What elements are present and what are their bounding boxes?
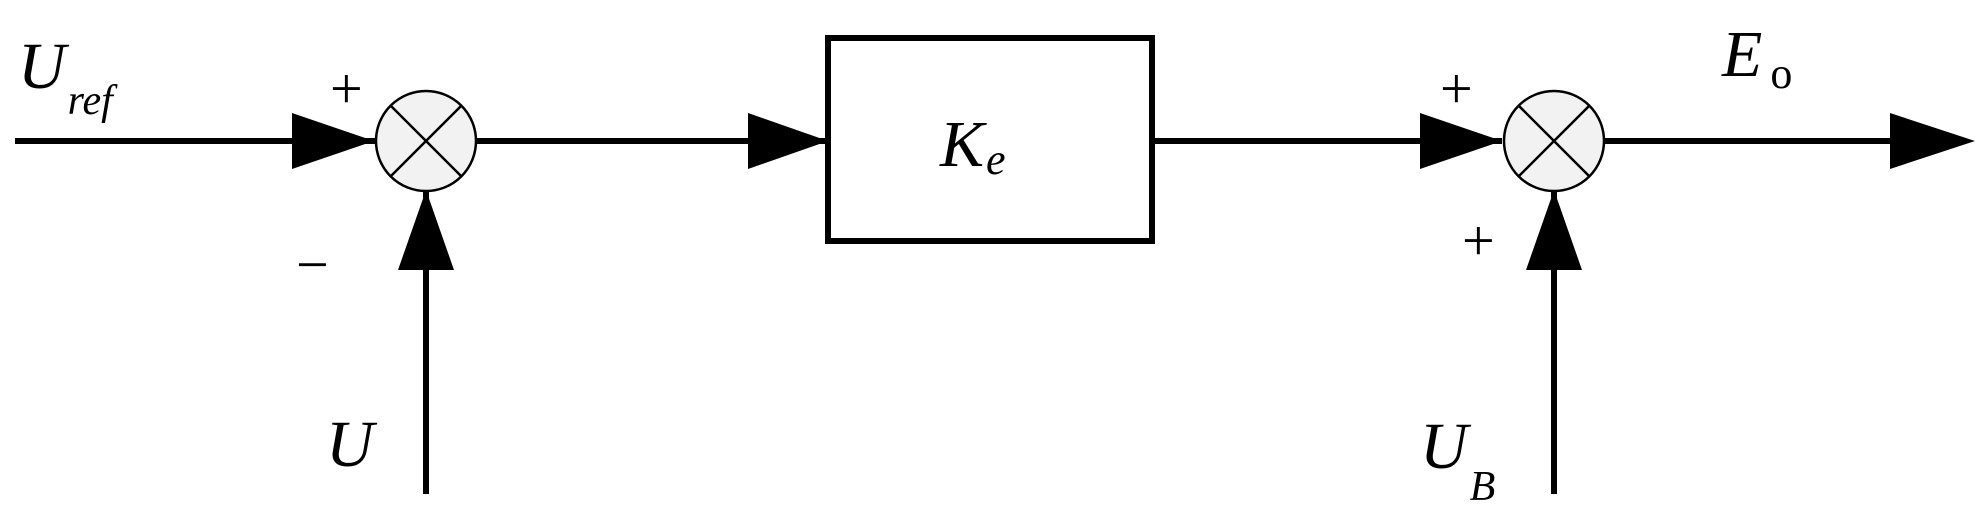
gain-main: K — [939, 108, 987, 181]
junction2-sign-top: + — [1440, 56, 1473, 121]
bias-input-label: UB — [1420, 410, 1495, 510]
gain-block-label: Ke — [939, 108, 1006, 184]
output-main: E — [1721, 18, 1762, 91]
feedback-arrowhead — [398, 190, 454, 270]
summing-junction-1 — [374, 89, 478, 193]
output-sub: o — [1770, 49, 1792, 98]
bias-sub: B — [1470, 464, 1496, 510]
reference-input-label: Uref — [18, 30, 118, 124]
junction1-sign-bottom: − — [296, 232, 329, 297]
junction1-sign-top: + — [330, 56, 363, 121]
bias-main: U — [1420, 410, 1472, 483]
bias-arrowhead — [1526, 190, 1582, 270]
summing-junction-2-cross-b — [1517, 104, 1591, 178]
gain-input-arrowhead — [748, 113, 828, 169]
reference-arrowhead — [292, 113, 374, 169]
output-arrowhead — [1890, 113, 1975, 169]
reference-main: U — [18, 30, 70, 103]
feedback-input-label: U — [326, 408, 378, 481]
gain-sub: e — [986, 135, 1006, 184]
junction2-input-arrowhead — [1420, 113, 1502, 169]
reference-sub: ref — [68, 78, 118, 124]
gain-block — [825, 35, 1155, 244]
junction2-sign-bottom: + — [1462, 208, 1495, 273]
summing-junction-2 — [1502, 89, 1606, 193]
summing-junction-1-cross-b — [389, 104, 463, 178]
feedback-main: U — [326, 408, 378, 481]
